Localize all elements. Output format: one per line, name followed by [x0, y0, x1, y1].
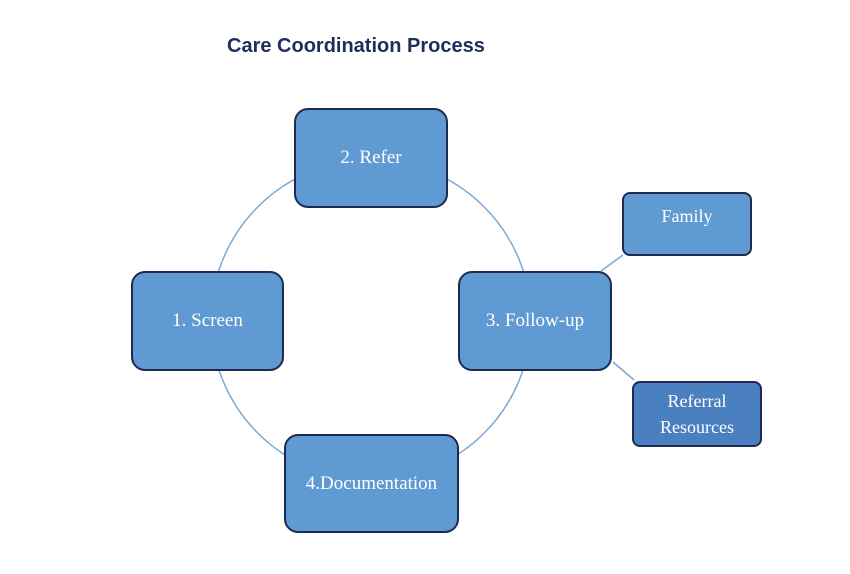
node-family-label: Family: [661, 206, 713, 226]
node-screen: 1. Screen: [131, 271, 284, 371]
node-follow-up-label: 3. Follow-up: [485, 310, 585, 332]
diagram-title: Care Coordination Process: [227, 35, 485, 57]
node-referral-resources-line-2: Resources: [660, 417, 734, 437]
node-referral-resources: Referral Resources: [632, 381, 762, 447]
node-referral-resources-line-1: Referral: [667, 390, 727, 411]
node-follow-up: 3. Follow-up: [458, 271, 612, 371]
node-screen-label: 1. Screen: [172, 310, 243, 332]
node-documentation-label: 4.Documentation: [305, 472, 438, 494]
connector-followup-referral-resources: [612, 361, 635, 381]
node-refer: 2. Refer: [294, 108, 448, 208]
node-documentation: 4.Documentation: [284, 434, 459, 533]
node-family: Family: [622, 192, 752, 256]
connector-followup-family: [600, 254, 624, 272]
node-refer-label: 2. Refer: [340, 147, 402, 169]
